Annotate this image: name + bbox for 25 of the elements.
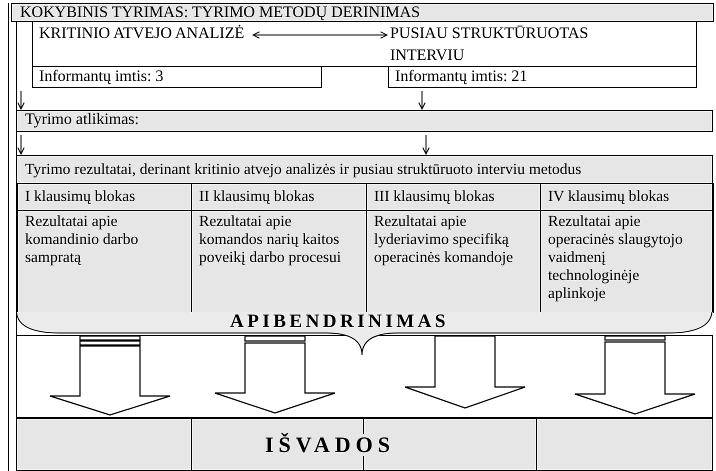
cell-text: Rezultatai apie komandinio darbo sampratą xyxy=(25,213,140,267)
cell-text: Rezultatai apie komandos narių kaitos poveikį darbo procesui xyxy=(199,213,342,267)
column-header: II klausimų blokas xyxy=(199,188,314,206)
block-arrow xyxy=(404,335,526,409)
heading-text: KOKYBINIS TYRIMAS: TYRIMO METODŲ DERINIMAS xyxy=(20,4,420,22)
arrow xyxy=(422,134,430,154)
cell-text: Rezultatai apie operacinės slaugytojo vaidmenį technologinėje aplinkoje xyxy=(548,213,684,303)
sample-size-text: Informantų imtis: 21 xyxy=(395,68,528,86)
arrow xyxy=(418,90,426,110)
block-arrow xyxy=(49,335,171,416)
panel-title: Tyrimo rezultatai, derinant kritinio atvejo analizės ir pusiau struktūruoto interviu metodus xyxy=(25,161,582,179)
block-arrow xyxy=(574,335,696,415)
cell-text: Rezultatai apie lyderiavimo specifiką operacinės komandoje xyxy=(374,213,514,267)
arrow xyxy=(252,31,388,39)
summary-heading: APIBENDRINIMAS xyxy=(230,312,449,331)
column-header: III klausimų blokas xyxy=(374,188,495,206)
column-header: I klausimų blokas xyxy=(25,188,136,206)
method-heading: KRITINIO ATVEJO ANALIZĖ xyxy=(39,24,246,44)
heading-text: Tyrimo atlikimas: xyxy=(25,111,139,129)
method-heading: PUSIAU STRUKTŪRUOTAS INTERVIU xyxy=(390,24,590,66)
arrow xyxy=(17,90,25,110)
sample-size-text: Informantų imtis: 3 xyxy=(39,68,164,86)
block-arrow xyxy=(214,335,336,414)
arrow xyxy=(17,134,25,154)
column-header: IV klausimų blokas xyxy=(548,188,670,206)
